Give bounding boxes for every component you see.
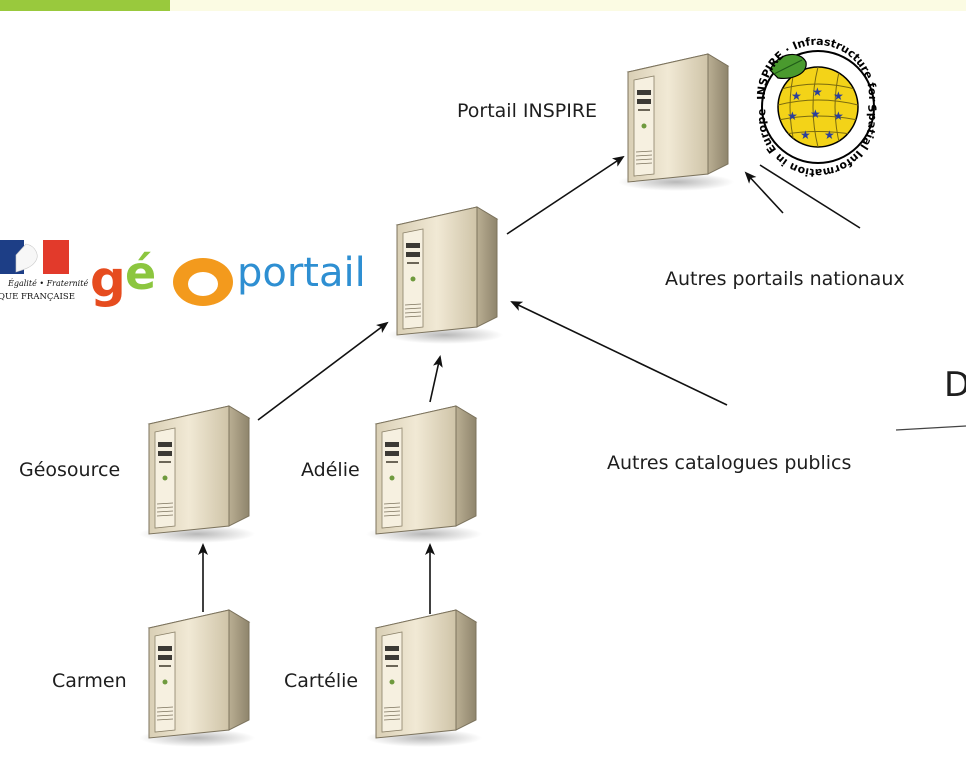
arrow-national-portals-to-inspire-a — [744, 171, 784, 214]
label-cartelie: Cartélie — [284, 670, 358, 692]
label-public-catalogs: Autres catalogues publics — [607, 452, 851, 474]
top-bar — [170, 0, 966, 11]
label-carmen: Carmen — [52, 670, 127, 692]
svg-text:★: ★ — [791, 89, 802, 103]
label-portail-inspire: Portail INSPIRE — [457, 100, 597, 122]
arrow-adelie-to-geoportail — [429, 355, 443, 403]
republique-francaise-logo: Égalité • Fraternité QUE FRANÇAISE — [0, 240, 88, 302]
svg-text:g: g — [90, 250, 126, 308]
geoportail-logo: g é portail — [90, 246, 366, 308]
svg-text:★: ★ — [833, 109, 844, 123]
label-national-portals: Autres portails nationaux — [665, 268, 905, 290]
svg-text:★: ★ — [833, 89, 844, 103]
cropped-heading-letter: D — [944, 365, 966, 405]
server-geoportail — [386, 206, 504, 345]
svg-text:portail: portail — [237, 250, 366, 296]
inspire-logo: ★ ★ ★ ★ ★ ★ ★ ★ INSPIRE · Infrastructure… — [755, 35, 879, 179]
label-adelie: Adélie — [301, 459, 360, 481]
svg-text:QUE FRANÇAISE: QUE FRANÇAISE — [0, 292, 75, 302]
svg-text:★: ★ — [824, 128, 835, 142]
arrow-national-portals-to-inspire-b — [759, 164, 861, 229]
svg-text:★: ★ — [800, 128, 811, 142]
heading-underline — [895, 425, 966, 431]
svg-text:Égalité • Fraternité: Égalité • Fraternité — [7, 279, 88, 288]
arrow-catalogues-to-geoportail — [510, 301, 728, 406]
arrow-geosource-to-geoportail — [257, 321, 389, 421]
svg-text:★: ★ — [787, 109, 798, 123]
server-adelie — [365, 405, 483, 544]
svg-text:é: é — [125, 246, 156, 300]
server-carmen — [138, 609, 256, 748]
label-geosource: Géosource — [19, 459, 120, 481]
svg-text:★: ★ — [810, 107, 821, 121]
server-geosource — [138, 405, 256, 544]
arrow-geoportail-to-inspire — [506, 155, 625, 235]
svg-text:★: ★ — [812, 85, 823, 99]
server-inspire — [617, 53, 735, 192]
top-bar-accent — [0, 0, 170, 11]
server-cartelie — [365, 609, 483, 748]
